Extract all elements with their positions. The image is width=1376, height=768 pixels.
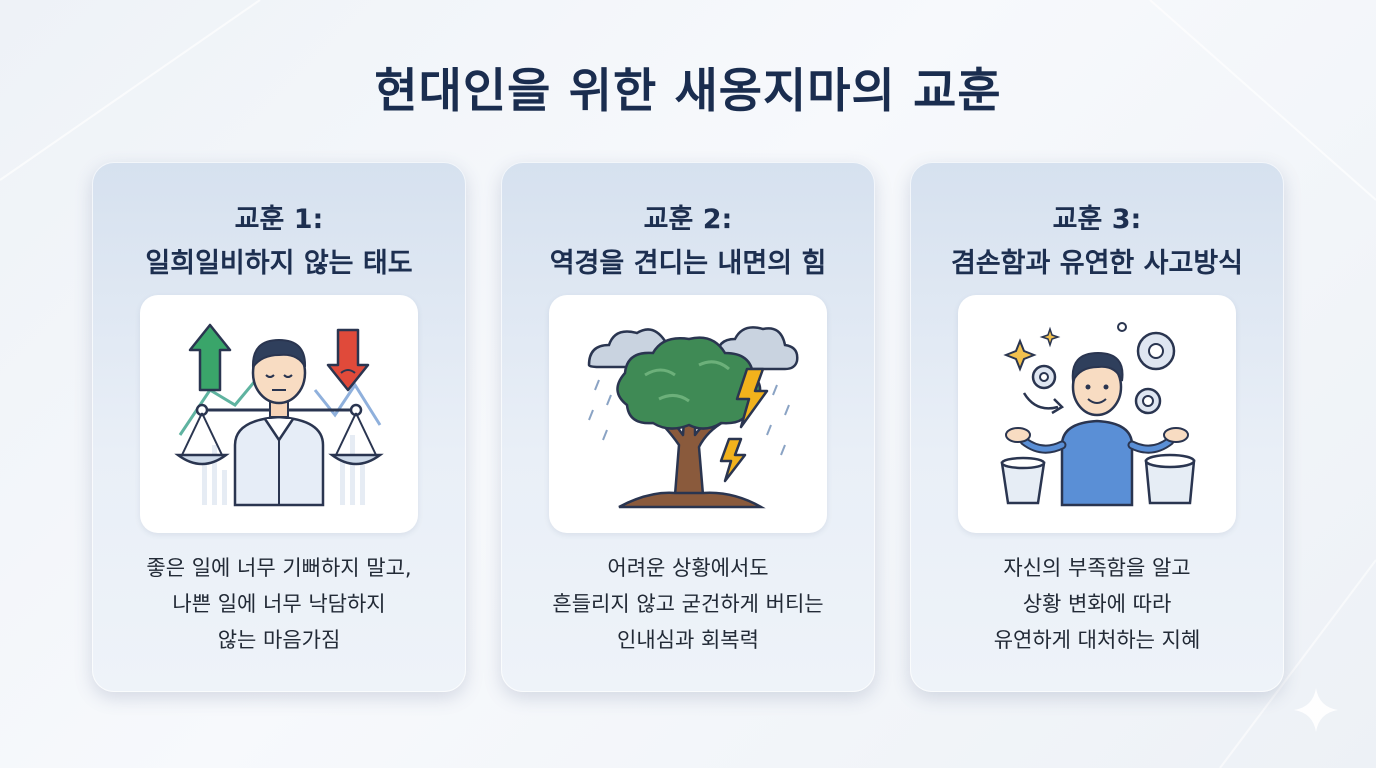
- card-heading-number: 교훈 3:: [1052, 204, 1142, 235]
- flexible-person-icon: [958, 295, 1236, 533]
- card-heading: 교훈 3: 겸손함과 유연한 사고방식: [910, 198, 1284, 286]
- card-body-line: 자신의 부족함을 알고: [1003, 556, 1191, 580]
- card-body: 자신의 부족함을 알고 상황 변화에 따라 유연하게 대처하는 지혜: [910, 550, 1284, 658]
- card-body-line: 유연하게 대처하는 지혜: [993, 628, 1201, 652]
- storm-tree-icon: [549, 295, 827, 533]
- card-body-line: 어려운 상황에서도: [607, 556, 769, 580]
- page-title: 현대인을 위한 새옹지마의 교훈: [374, 64, 1002, 119]
- card-heading-number: 교훈 2:: [643, 204, 733, 235]
- card-body-line: 않는 마음가짐: [217, 628, 341, 652]
- card-heading: 교훈 2: 역경을 견디는 내면의 힘: [501, 198, 875, 286]
- card-heading-number: 교훈 1:: [234, 204, 324, 235]
- lesson-card-2: 교훈 2: 역경을 견디는 내면의 힘 어려운 상황에서도: [501, 162, 875, 692]
- balance-person-icon: [140, 295, 418, 533]
- card-body-line: 나쁜 일에 너무 낙담하지: [172, 592, 386, 616]
- card-heading-text: 역경을 견디는 내면의 힘: [549, 248, 827, 279]
- card-body-line: 좋은 일에 너무 기뻐하지 말고,: [146, 556, 412, 580]
- card-body: 어려운 상황에서도 흔들리지 않고 굳건하게 버티는 인내심과 회복력: [501, 550, 875, 658]
- card-heading-text: 일희일비하지 않는 태도: [145, 248, 413, 279]
- card-heading-text: 겸손함과 유연한 사고방식: [950, 248, 1244, 279]
- card-body-line: 상황 변화에 따라: [1022, 592, 1172, 616]
- card-body-line: 흔들리지 않고 굳건하게 버티는: [552, 592, 824, 616]
- lesson-card-1: 교훈 1: 일희일비하지 않는 태도: [92, 162, 466, 692]
- card-body: 좋은 일에 너무 기뻐하지 말고, 나쁜 일에 너무 낙담하지 않는 마음가짐: [92, 550, 466, 658]
- card-heading: 교훈 1: 일희일비하지 않는 태도: [92, 198, 466, 286]
- sparkle-icon: [1294, 688, 1338, 732]
- card-body-line: 인내심과 회복력: [617, 628, 759, 652]
- lesson-card-3: 교훈 3: 겸손함과 유연한 사고방식: [910, 162, 1284, 692]
